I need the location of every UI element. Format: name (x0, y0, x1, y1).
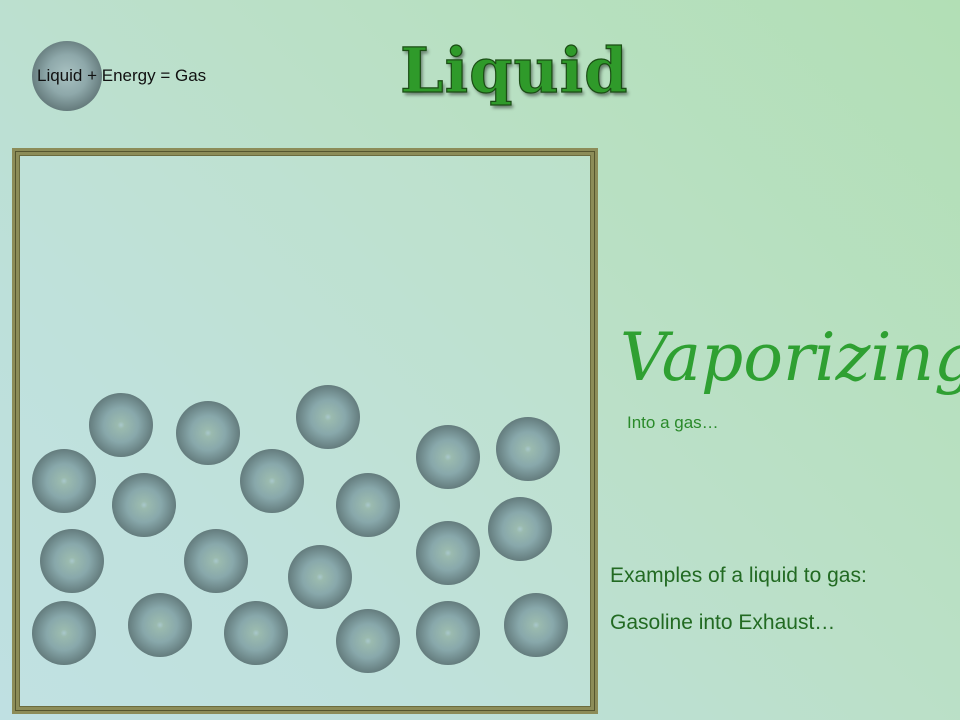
liquid-molecule (288, 545, 352, 609)
liquid-molecule (176, 401, 240, 465)
liquid-molecule (416, 601, 480, 665)
container-inner-border (19, 155, 591, 707)
liquid-molecule (336, 609, 400, 673)
example-item: Gasoline into Exhaust… (610, 611, 836, 634)
liquid-molecule (40, 529, 104, 593)
liquid-molecule (496, 417, 560, 481)
liquid-molecule (416, 425, 480, 489)
liquid-molecule (89, 393, 153, 457)
liquid-molecule (296, 385, 360, 449)
liquid-molecule (32, 449, 96, 513)
liquid-molecule (240, 449, 304, 513)
liquid-molecule (504, 593, 568, 657)
liquid-molecule (112, 473, 176, 537)
molecule-sphere-icon (32, 41, 102, 111)
page-title: Liquid (399, 34, 629, 107)
process-heading: Vaporizing (620, 319, 960, 396)
liquid-molecule (488, 497, 552, 561)
liquid-molecule (416, 521, 480, 585)
liquid-molecule (184, 529, 248, 593)
process-subtitle: Into a gas… (627, 413, 719, 432)
liquid-molecule (336, 473, 400, 537)
liquid-molecule (224, 601, 288, 665)
examples-heading: Examples of a liquid to gas: (610, 564, 867, 587)
equation-text: Liquid + Energy = Gas (37, 66, 207, 85)
liquid-molecule (32, 601, 96, 665)
liquid-molecule (128, 593, 192, 657)
